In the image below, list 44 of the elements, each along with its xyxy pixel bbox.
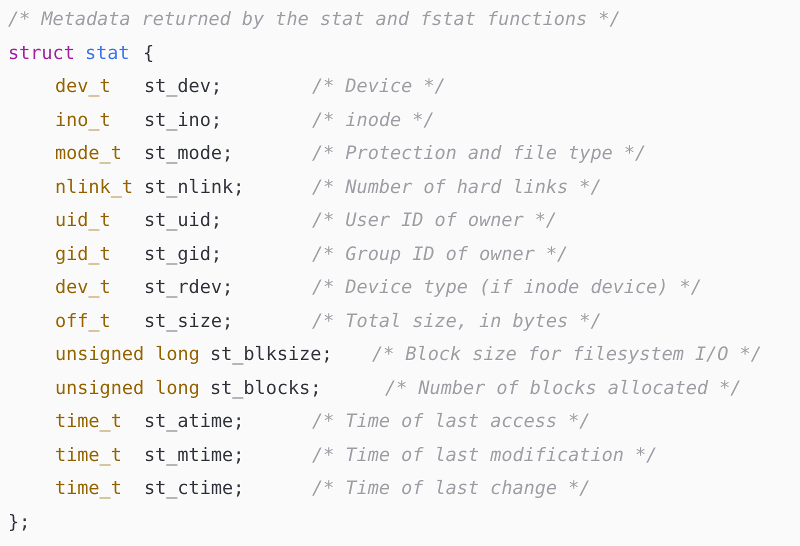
code-keyword: struct (8, 42, 75, 66)
type-name: mode_t (55, 142, 122, 166)
type-name: dev_t (55, 276, 111, 300)
code-comment: /* Device */ (312, 75, 446, 99)
code-text: }; (8, 510, 30, 534)
code-comment: /* Device type (if inode device) */ (312, 276, 702, 300)
code-text: st_ino; (144, 108, 222, 132)
type-name: uid_t (55, 209, 111, 233)
code-text: { (143, 42, 154, 66)
code-text: st_gid; (144, 242, 222, 266)
code-text: st_dev; (144, 75, 222, 99)
type-name: dev_t (55, 75, 111, 99)
type-name: gid_t (55, 242, 111, 266)
type-name: unsigned long (55, 376, 200, 400)
code-text: st_size; (144, 310, 234, 334)
code-comment: /* Block size for filesystem I/O */ (372, 343, 762, 367)
type-name: time_t (55, 410, 122, 434)
code-comment: /* Time of last modification */ (312, 444, 658, 468)
code-text: st_blksize; (210, 343, 333, 367)
type-name: time_t (55, 477, 122, 501)
code-comment: /* Group ID of owner */ (312, 242, 568, 266)
code-text: st_blocks; (210, 376, 322, 400)
code-comment: /* Number of blocks allocated */ (385, 376, 742, 400)
code-text: st_mtime; (144, 444, 244, 468)
type-name: off_t (55, 310, 111, 334)
code-comment: /* Time of last access */ (312, 410, 590, 434)
code-comment: /* Metadata returned by the stat and fstat functions */ (8, 8, 621, 32)
struct-name: stat (85, 42, 130, 66)
code-text: st_nlink; (144, 176, 244, 200)
code-comment: /* Protection and file type */ (312, 142, 646, 166)
code-text: st_uid; (144, 209, 222, 233)
code-text: st_atime; (144, 410, 244, 434)
type-name: unsigned long (55, 343, 200, 367)
code-text: st_ctime; (144, 477, 244, 501)
code-comment: /* Total size, in bytes */ (312, 310, 602, 334)
code-text: st_mode; (144, 142, 234, 166)
type-name: time_t (55, 444, 122, 468)
code-comment: /* User ID of owner */ (312, 209, 558, 233)
type-name: ino_t (55, 108, 111, 132)
code-comment: /* inode */ (312, 108, 435, 132)
code-comment: /* Time of last change */ (312, 477, 590, 501)
type-name: nlink_t (55, 176, 133, 200)
code-comment: /* Number of hard links */ (312, 176, 602, 200)
code-text: st_rdev; (144, 276, 234, 300)
